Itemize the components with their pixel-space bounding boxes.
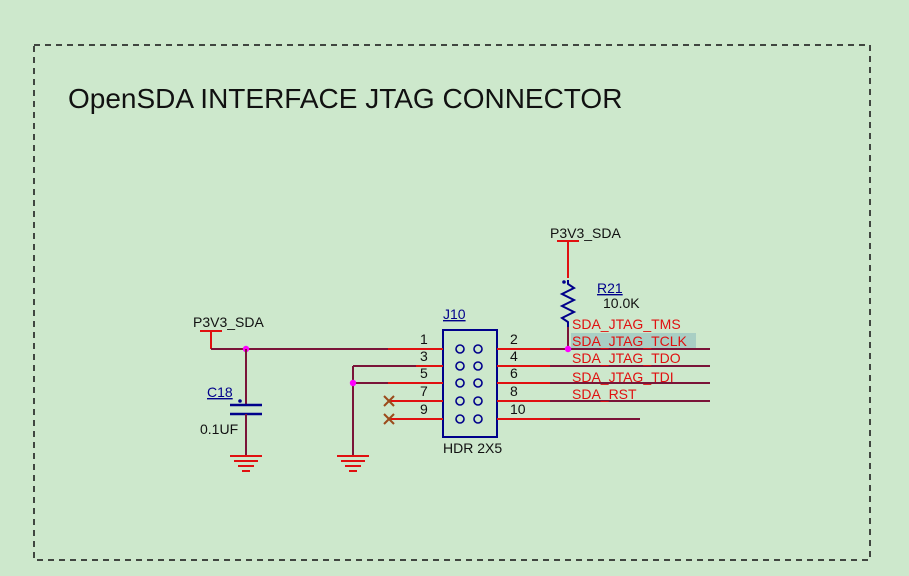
- ground-symbol-cap: [230, 455, 262, 472]
- connector-pin-circles: [455, 344, 483, 424]
- pin-number-7: 7: [420, 383, 428, 399]
- pin-number-2: 2: [510, 331, 518, 347]
- connector-part-name: HDR 2X5: [443, 440, 502, 456]
- pin-number-5: 5: [420, 365, 428, 381]
- resistor-ref: R21: [597, 280, 623, 296]
- pin-number-8: 8: [510, 383, 518, 399]
- junction-dot: [564, 345, 572, 353]
- power-label-top: P3V3_SDA: [550, 225, 621, 241]
- pin-number-3: 3: [420, 348, 428, 364]
- pin-number-4: 4: [510, 348, 518, 364]
- resistor-symbol: [559, 280, 577, 327]
- no-connect-marker: [383, 413, 395, 425]
- sheet-title: OpenSDA INTERFACE JTAG CONNECTOR: [68, 83, 622, 114]
- capacitor-value: 0.1UF: [200, 421, 238, 437]
- net-label-highlight: [571, 333, 696, 348]
- connector-ref: J10: [443, 306, 466, 322]
- power-label-left: P3V3_SDA: [193, 314, 264, 330]
- net-label-rst: SDA_RST: [572, 386, 637, 402]
- net-label-tclk: SDA_JTAG_TCLK: [572, 333, 688, 349]
- power-symbol-top: [557, 240, 579, 278]
- capacitor-ref: C18: [207, 384, 233, 400]
- pin-number-6: 6: [510, 365, 518, 381]
- no-connect-marker: [383, 395, 395, 407]
- pin-number-10: 10: [510, 401, 526, 417]
- net-label-tdi: SDA_JTAG_TDI: [572, 369, 674, 385]
- pin-number-9: 9: [420, 401, 428, 417]
- ground-symbol-header: [337, 455, 369, 472]
- sheet-frame: [33, 44, 871, 561]
- net-label-tms: SDA_JTAG_TMS: [572, 316, 681, 332]
- resistor-value: 10.0K: [603, 295, 640, 311]
- power-symbol-left: [200, 330, 222, 349]
- pin-number-1: 1: [420, 331, 428, 347]
- connector-body: [442, 329, 498, 438]
- junction-dot: [349, 379, 357, 387]
- connector-right-stubs: [497, 348, 550, 420]
- connector-left-stubs: [388, 348, 443, 420]
- net-label-tdo: SDA_JTAG_TDO: [572, 350, 681, 366]
